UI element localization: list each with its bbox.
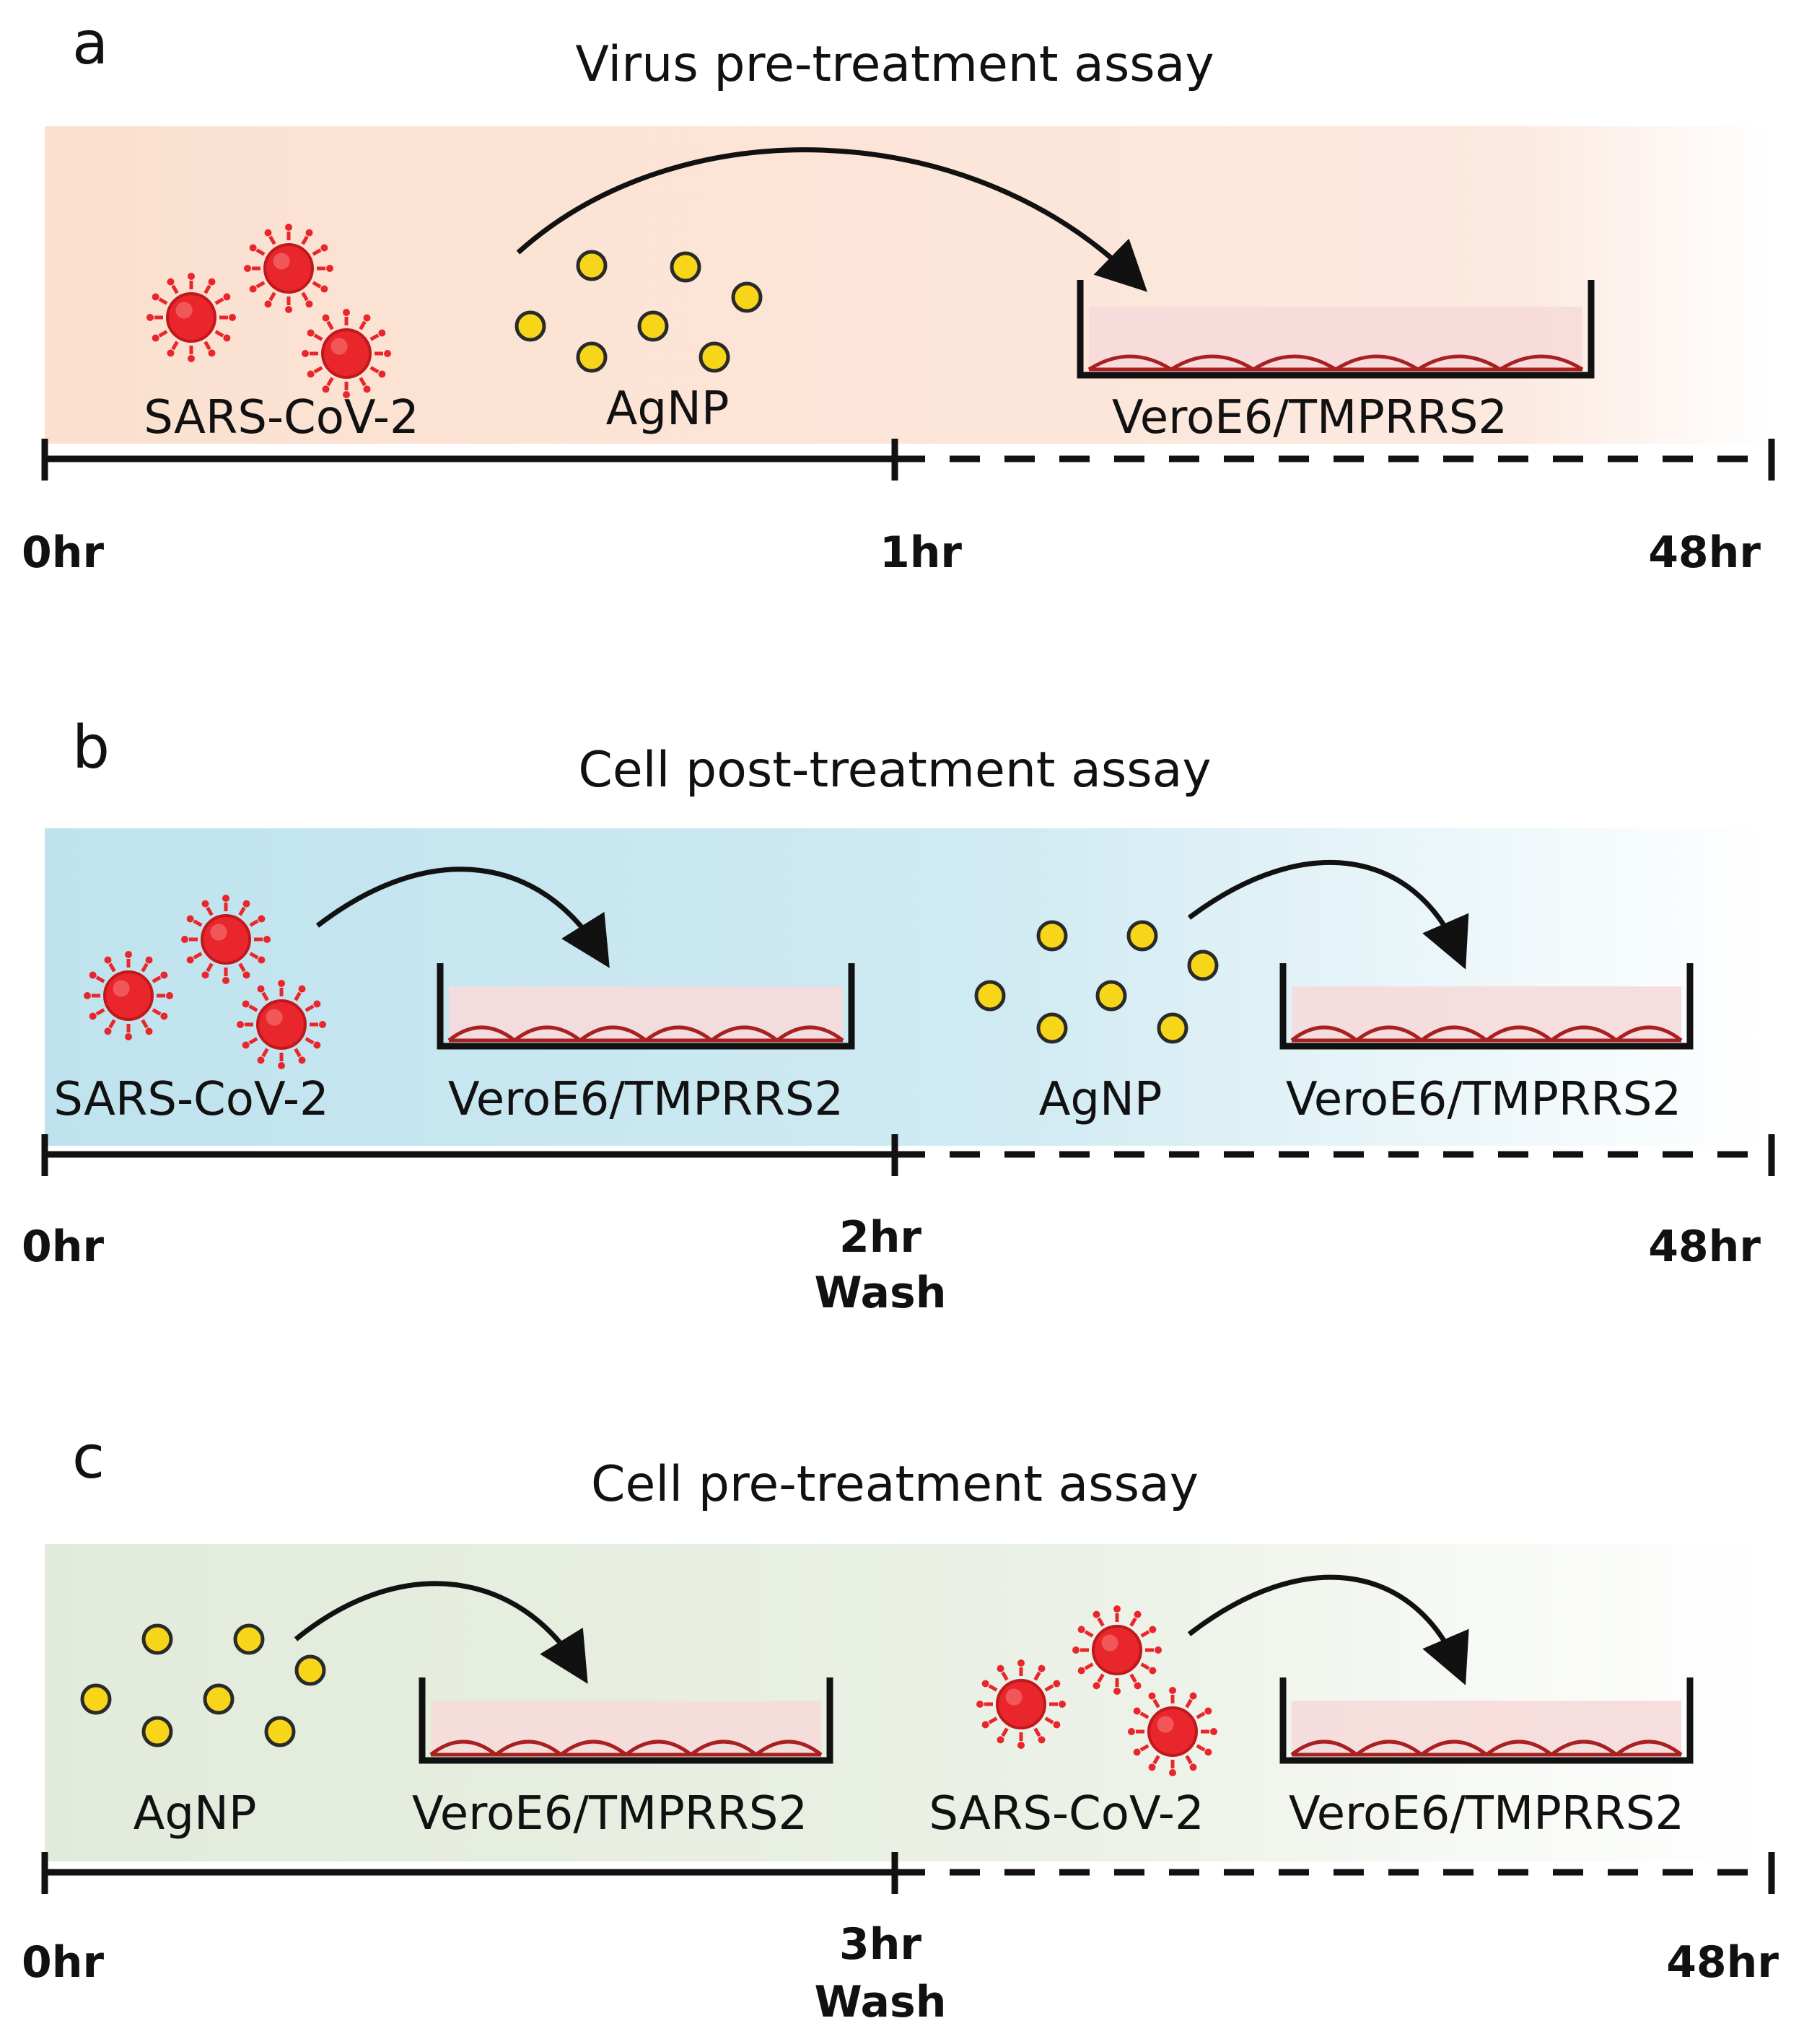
timeline: [41, 439, 1775, 481]
tick-start: 0hr: [22, 1221, 104, 1272]
timeline: [41, 1852, 1775, 1894]
nanoparticle-icon: [264, 1716, 296, 1747]
virus-label: SARS-CoV-2: [53, 1073, 328, 1126]
nanoparticle-icon: [731, 281, 763, 313]
virus-icon: [302, 309, 391, 398]
nanoparticle-icon: [1187, 949, 1219, 981]
nanoparticle-icon: [80, 1683, 112, 1715]
tick-mid: 3hr: [839, 1919, 921, 1970]
panel-a-letter: a: [72, 9, 108, 78]
virus-icon: [1128, 1687, 1217, 1776]
nanoparticle-icon: [515, 310, 546, 342]
culture-dish-icon: [419, 1677, 833, 1764]
agnp-label: AgNP: [1039, 1073, 1162, 1126]
tick-start: 0hr: [22, 527, 104, 578]
virus-icon: [1072, 1605, 1162, 1695]
tick-end: 48hr: [1666, 1937, 1779, 1988]
curved-arrow-icon: [1187, 859, 1469, 970]
nanoparticle-icon: [1157, 1012, 1188, 1044]
panel-a-background: [45, 126, 1769, 444]
virus-icon: [237, 980, 326, 1069]
tick-end: 48hr: [1648, 527, 1761, 578]
nanoparticle-icon: [670, 251, 701, 283]
nanoparticle-icon: [974, 980, 1006, 1012]
virus-icon: [146, 273, 236, 362]
tick-mid-note: Wash: [815, 1977, 947, 2027]
nanoparticle-icon: [637, 310, 669, 342]
nanoparticle-icon: [576, 341, 608, 373]
nanoparticle-icon: [294, 1654, 326, 1686]
cell-line-label: VeroE6/TMPRRS2: [1286, 1073, 1681, 1126]
cell-line-label: VeroE6/TMPRRS2: [412, 1787, 807, 1841]
nanoparticle-icon: [141, 1623, 173, 1655]
culture-dish-icon: [1077, 280, 1595, 379]
nanoparticle-icon: [1036, 1012, 1068, 1044]
virus-label: SARS-CoV-2: [144, 391, 419, 444]
nanoparticle-icon: [1095, 980, 1127, 1012]
panel-b-title: Cell post-treatment assay: [578, 742, 1211, 799]
nanoparticle-icon: [141, 1716, 173, 1747]
curved-arrow-icon: [1187, 1574, 1469, 1685]
nanoparticle-icon: [1036, 920, 1068, 952]
nanoparticle-icon: [1126, 920, 1158, 952]
tick-end: 48hr: [1648, 1221, 1761, 1272]
virus-label: SARS-CoV-2: [929, 1787, 1204, 1841]
timeline: [41, 1134, 1775, 1176]
agnp-label: AgNP: [133, 1787, 257, 1841]
curved-arrow-icon: [294, 1581, 588, 1684]
curved-arrow-icon: [315, 867, 610, 968]
panel-b: b Cell post-treatment assay SARS-CoV-2 V…: [22, 714, 1775, 1318]
tick-mid-note: Wash: [815, 1268, 947, 1318]
virus-icon: [181, 895, 271, 984]
cell-line-label: VeroE6/TMPRRS2: [1289, 1787, 1684, 1841]
cell-line-label: VeroE6/TMPRRS2: [1112, 391, 1507, 444]
virus-icon: [244, 224, 333, 313]
virus-cluster: [146, 224, 391, 398]
agnp-cluster: [974, 920, 1219, 1044]
cell-line-label: VeroE6/TMPRRS2: [448, 1073, 844, 1126]
nanoparticle-icon: [203, 1683, 235, 1715]
tick-mid: 2hr: [839, 1212, 921, 1263]
culture-dish-icon: [1279, 1677, 1694, 1764]
virus-cluster: [84, 895, 326, 1069]
agnp-cluster: [515, 250, 763, 373]
agnp-cluster: [80, 1623, 326, 1747]
tick-mid: 1hr: [880, 527, 962, 578]
agnp-label: AgNP: [606, 382, 730, 436]
panel-c: c Cell pre-treatment assay AgNP VeroE6/T…: [22, 1424, 1779, 2027]
nanoparticle-icon: [233, 1623, 265, 1655]
culture-dish-icon: [1279, 963, 1694, 1050]
culture-dish-icon: [437, 963, 855, 1050]
panel-c-letter: c: [72, 1424, 105, 1492]
virus-cluster: [976, 1605, 1217, 1776]
nanoparticle-icon: [576, 250, 608, 281]
panel-a: a Virus pre-treatment assay SARS-CoV-2 A…: [22, 9, 1775, 578]
tick-start: 0hr: [22, 1937, 104, 1988]
curved-arrow-icon: [516, 147, 1148, 292]
virus-icon: [976, 1659, 1066, 1749]
panel-b-letter: b: [72, 714, 110, 782]
nanoparticle-icon: [699, 341, 730, 373]
virus-icon: [84, 951, 173, 1040]
panel-a-title: Virus pre-treatment assay: [575, 36, 1214, 93]
panel-c-title: Cell pre-treatment assay: [591, 1456, 1199, 1513]
